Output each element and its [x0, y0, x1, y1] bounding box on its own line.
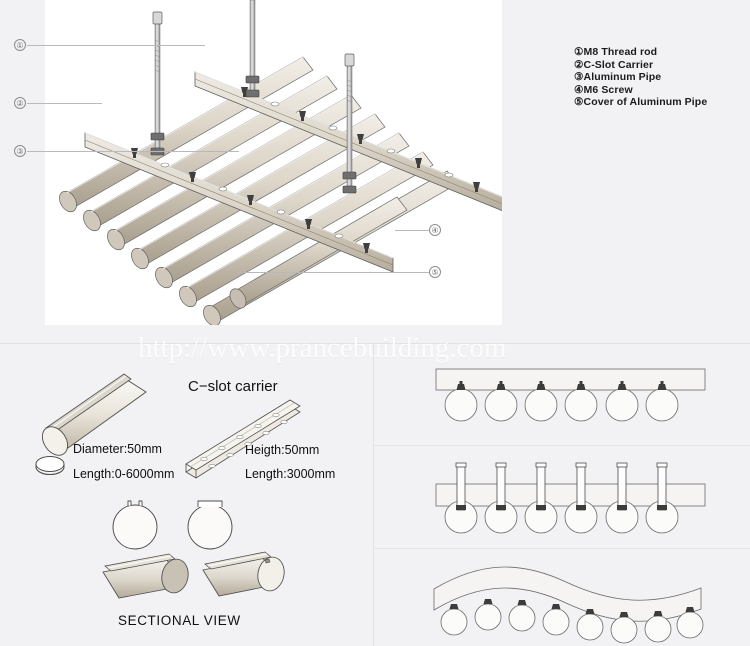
callout-line-5 [237, 272, 429, 273]
clip-connectors [456, 381, 667, 390]
clip-connectors [449, 599, 695, 617]
installation-diagram-flat-rod [435, 462, 706, 534]
section-pipe-b [202, 551, 285, 597]
callout-marker-2: ② [14, 97, 26, 109]
sectional-view-drawing [102, 500, 285, 599]
legend-item-2: ②C-Slot Carrier [574, 58, 654, 71]
legend-item-4: ④M6 Screw [574, 83, 633, 96]
right-panel-divider-2 [374, 548, 750, 549]
aluminum-pipe-spec-drawing [35, 373, 147, 475]
bottom-divider-vertical [373, 344, 374, 646]
legend-item-5: ⑤Cover of Aluminum Pipe [574, 96, 708, 109]
wavy-beam [433, 566, 702, 622]
c-slot-carrier-spec-drawing [185, 399, 301, 479]
aluminum-pipe-cover-detached [229, 196, 408, 309]
callout-marker-3: ③ [14, 145, 26, 157]
section-circle-b [187, 500, 233, 550]
right-panel-divider-1 [374, 445, 750, 446]
sectional-view-label: SECTIONAL VIEW [118, 613, 241, 628]
c-slot-carrier-title: C−slot carrier [188, 378, 278, 395]
section-circle-a [112, 500, 158, 550]
m8-thread-rods-group [150, 0, 357, 194]
legend-item-3: ③Aluminum Pipe [574, 71, 662, 84]
installation-diagram-flat-clip [435, 368, 706, 422]
pipe-length-label: Length:0-6000mm [73, 467, 175, 481]
pipe-diameter-label: Diameter:50mm [73, 442, 162, 456]
section-divider-horizontal [0, 343, 750, 344]
legend: ①M8 Thread rod ②C-Slot Carrier ③Aluminum… [574, 46, 750, 109]
callout-line-1 [27, 45, 205, 46]
c-slot-height-label: Heigth:50mm [245, 443, 320, 457]
callout-marker-4: ④ [429, 224, 441, 236]
thread-rods [455, 462, 668, 511]
callout-marker-5: ⑤ [429, 266, 441, 278]
callout-line-2 [27, 103, 102, 104]
top-section: ① ② ③ ④ ⑤ ①M8 Thread rod ②C-Slot Carrier… [14, 0, 750, 325]
legend-item-1: ①M8 Thread rod [574, 46, 658, 58]
callout-line-3 [27, 151, 239, 152]
installation-diagram-wave [433, 566, 704, 644]
c-slot-length-label: Length:3000mm [245, 467, 336, 481]
main-assembly-drawing-panel [45, 0, 502, 325]
isometric-assembly-drawing [59, 0, 502, 325]
pipe-circles [444, 388, 679, 422]
callout-line-4 [395, 230, 429, 231]
pipe-circles [444, 500, 679, 534]
callout-marker-1: ① [14, 39, 26, 51]
section-pipe-a [102, 553, 189, 599]
